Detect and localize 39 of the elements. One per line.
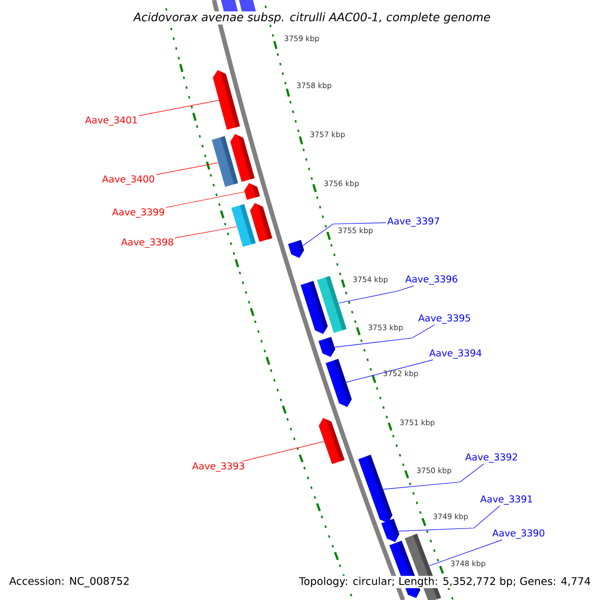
leader-line: [174, 226, 237, 238]
gene-block: [318, 336, 336, 357]
leader-line: [398, 506, 500, 532]
gene-block: [300, 280, 328, 334]
gene-block: [244, 183, 260, 200]
gene-name: Aave_3393: [192, 462, 244, 472]
gene-name: Aave_3397: [387, 217, 440, 227]
gene-block: [358, 454, 392, 523]
gene-name: Aave_3399: [112, 208, 164, 218]
gene-block: [318, 418, 345, 464]
gene-name: Aave_3400: [102, 175, 154, 185]
leader-line: [346, 360, 434, 383]
title: Acidovorax avenae subsp. citrulli AAC00-1, complete genome: [132, 11, 492, 25]
leader-line: [382, 464, 484, 490]
leader-line: [334, 324, 435, 348]
leader-line: [338, 286, 414, 304]
gene-name: Aave_3390: [492, 529, 544, 539]
leader-line: [156, 162, 218, 176]
gene-block: [381, 518, 400, 542]
gene-block: [288, 240, 304, 258]
leader-line: [302, 222, 386, 246]
gene-block: [212, 136, 238, 187]
gene-block: [250, 203, 272, 242]
accession-text: Accession: NC_008752: [8, 576, 131, 588]
gene-name: Aave_3396: [405, 275, 458, 285]
leader-line: [138, 100, 220, 116]
gene-block: [231, 204, 256, 247]
gene-name: Aave_3394: [429, 349, 482, 359]
leader-line: [428, 540, 502, 566]
gene-block: [326, 358, 352, 407]
leader-line: [166, 192, 245, 208]
gene-name: Aave_3392: [465, 453, 517, 463]
gene-name: Aave_3391: [480, 495, 532, 505]
gene-name: Aave_3398: [121, 238, 174, 248]
leader-line: [242, 441, 324, 462]
gene-block: [212, 70, 240, 130]
gene-name: Aave_3395: [418, 314, 470, 324]
gene-name: Aave_3401: [85, 116, 137, 126]
summary-text: Topology: circular; Length: 5,352,772 bp; Genes: 4,774: [298, 576, 592, 588]
